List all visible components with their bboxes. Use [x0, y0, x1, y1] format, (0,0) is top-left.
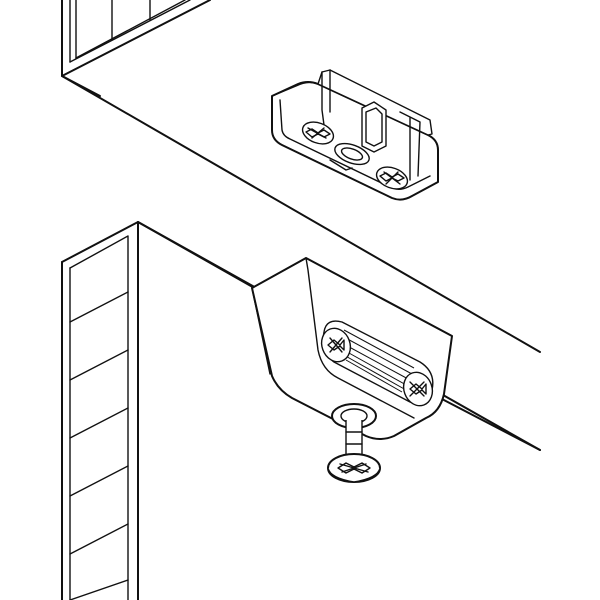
mounting-screw	[327, 403, 381, 483]
catch-housing	[251, 257, 453, 440]
screw-head-left	[301, 121, 335, 145]
catch-plate	[271, 69, 439, 201]
magnet-ribbing	[339, 329, 415, 393]
upper-cabinet-panel	[61, 0, 541, 353]
housing-screw-left	[320, 327, 352, 363]
housing-screw-right	[402, 371, 434, 407]
screw-head-right	[375, 166, 409, 190]
